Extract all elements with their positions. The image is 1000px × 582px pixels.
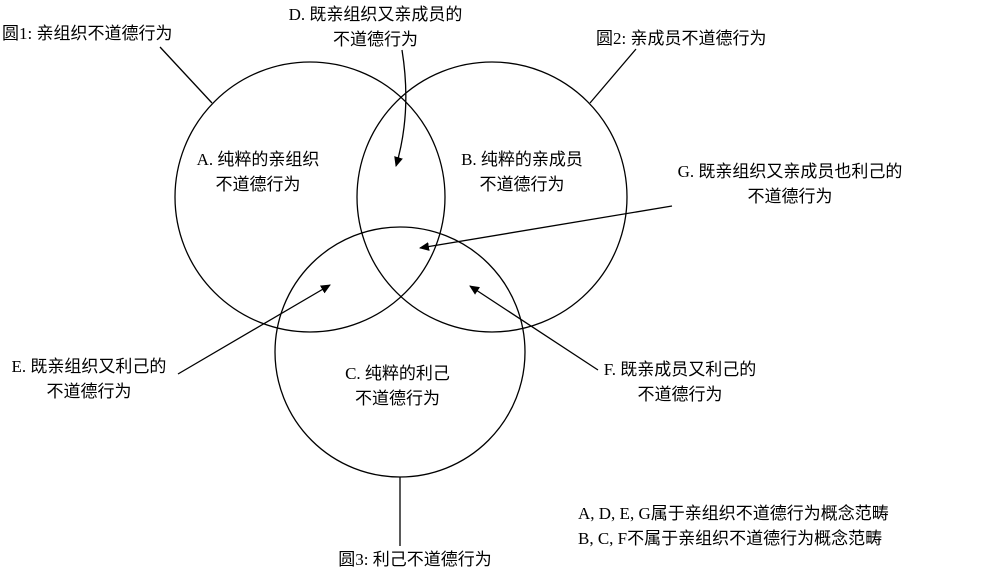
circle-1-pro-organization — [174, 61, 446, 333]
notes-line2: B, C, F不属于亲组织不道德行为概念范畴 — [578, 528, 883, 548]
region-c-line1: C. 纯粹的利己 — [345, 364, 450, 383]
region-g-line2: 不道德行为 — [747, 186, 833, 206]
region-e-line2: 不道德行为 — [46, 381, 132, 401]
circle-2-pro-member — [356, 61, 628, 333]
label-region-c: C. 纯粹的利己 不道德行为 — [310, 362, 485, 411]
label-circle-1: 圆1: 亲组织不道德行为 — [2, 22, 172, 47]
label-region-a: A. 纯粹的亲组织 不道德行为 — [170, 148, 346, 197]
label-region-b: B. 纯粹的亲成员 不道德行为 — [434, 148, 610, 197]
region-b-line2: 不道德行为 — [479, 174, 565, 194]
region-a-line2: 不道德行为 — [215, 174, 301, 194]
region-a-line1: A. 纯粹的亲组织 — [196, 150, 320, 169]
arrow-region-g — [419, 205, 673, 251]
region-f-line1: F. 既亲成员又利己的 — [603, 360, 757, 379]
label-region-e: E. 既亲组织又利己的 不道德行为 — [0, 355, 178, 404]
region-f-line2: 不道德行为 — [637, 384, 723, 404]
region-g-line1: G. 既亲组织又亲成员也利己的 — [677, 162, 903, 181]
region-d-line2: 不道德行为 — [333, 29, 418, 49]
label-region-f: F. 既亲成员又利己的 不道德行为 — [585, 358, 775, 407]
notes-line1: A, D, E, G属于亲组织不道德行为概念范畴 — [578, 504, 889, 523]
label-region-d: D. 既亲组织又亲成员的 不道德行为 — [268, 3, 483, 52]
label-circle-2: 圆2: 亲成员不道德行为 — [596, 27, 766, 52]
label-circle-3: 圆3: 利己不道德行为 — [320, 548, 510, 573]
label-circle-2-text: 圆2: 亲成员不道德行为 — [596, 29, 767, 48]
circle1-leader-line — [159, 46, 213, 104]
region-c-line2: 不道德行为 — [355, 388, 440, 408]
circle2-leader-line — [589, 48, 637, 104]
arrow-region-e — [177, 284, 331, 375]
notes-block: A, D, E, G属于亲组织不道德行为概念范畴 B, C, F不属于亲组织不道… — [578, 502, 889, 551]
region-d-line1: D. 既亲组织又亲成员的 — [288, 5, 463, 24]
arrow-region-f — [469, 285, 599, 371]
label-region-g: G. 既亲组织又亲成员也利己的 不道德行为 — [640, 160, 940, 209]
label-circle-3-text: 圆3: 利己不道德行为 — [338, 550, 492, 569]
circle-3-self-interest — [274, 226, 526, 478]
region-e-line1: E. 既亲组织又利己的 — [11, 357, 167, 376]
arrow-region-d — [394, 49, 407, 167]
label-circle-1-text: 圆1: 亲组织不道德行为 — [2, 24, 173, 43]
region-b-line1: B. 纯粹的亲成员 — [461, 150, 583, 169]
